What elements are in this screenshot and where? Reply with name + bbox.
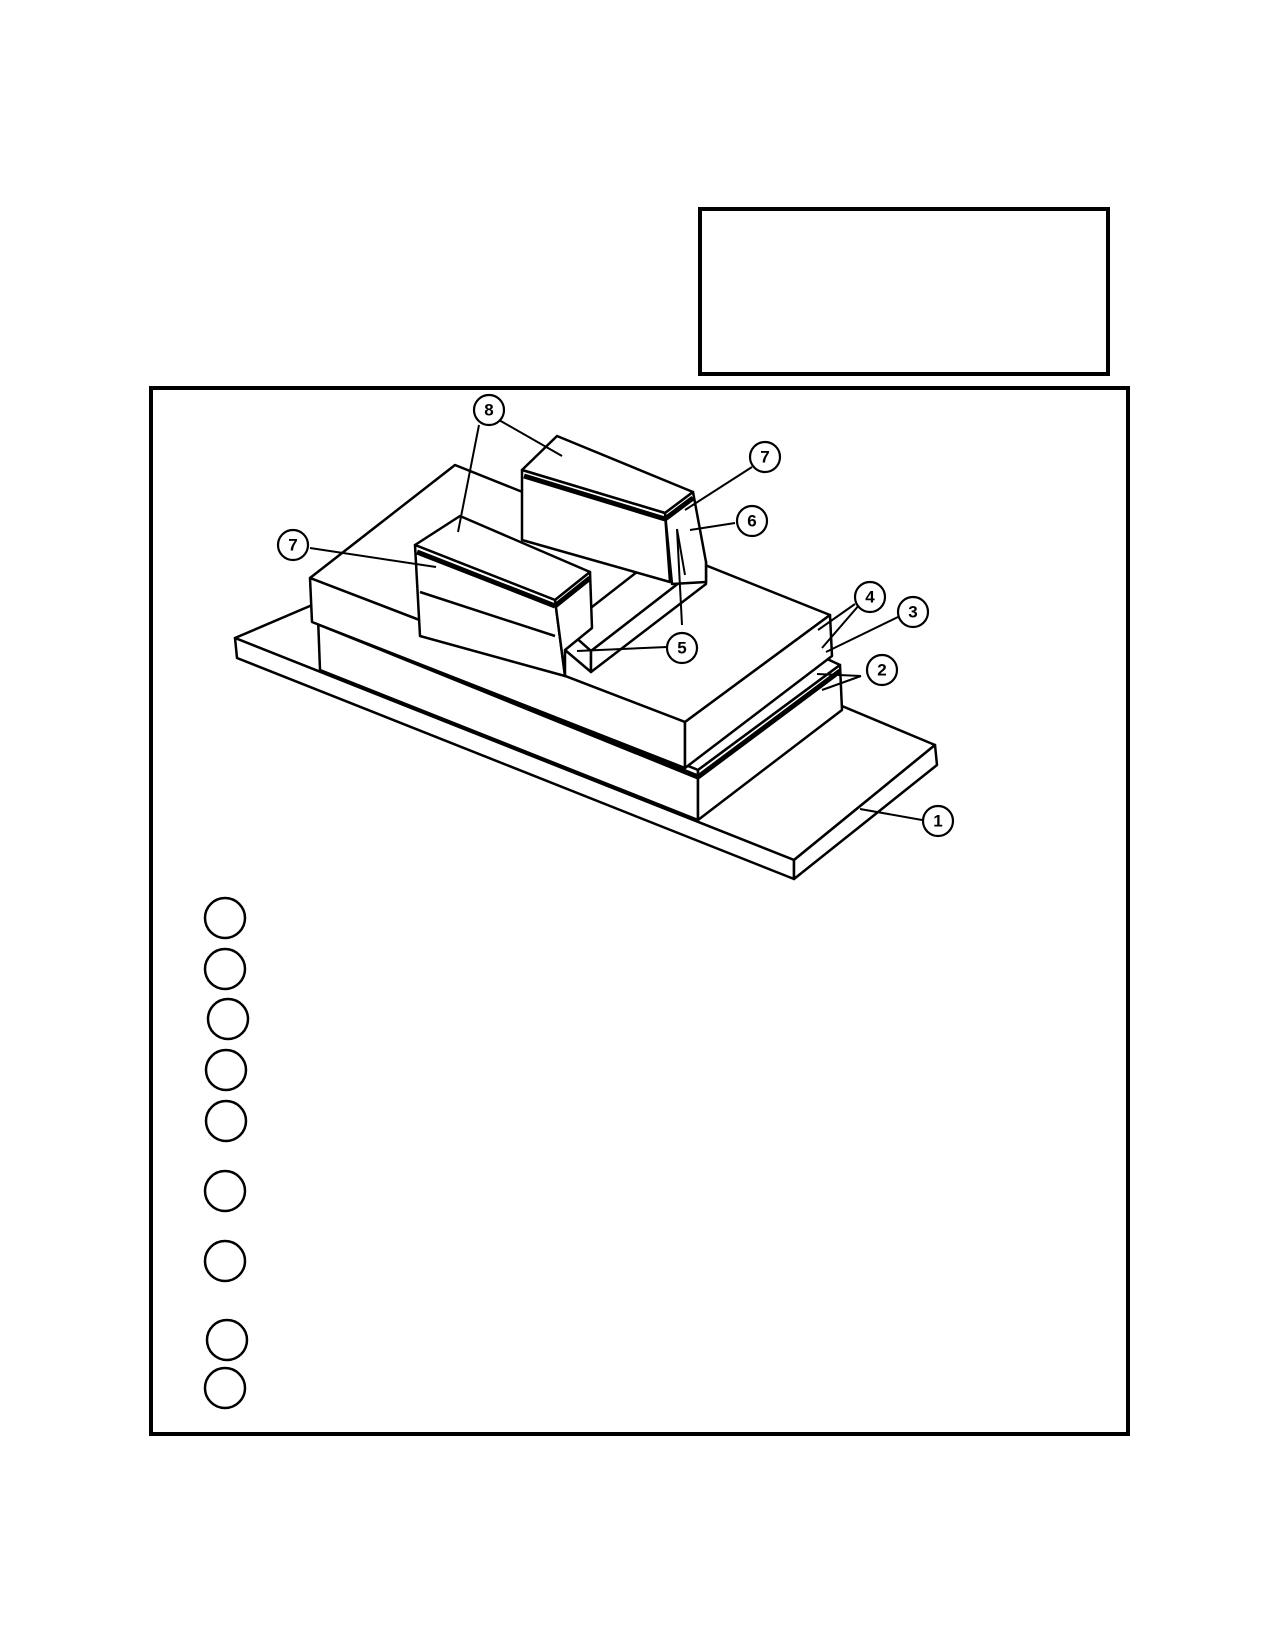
callout-6-label: 6 [747,512,756,531]
legend-bubble [203,1366,247,1410]
callout-8-label: 8 [484,401,493,420]
callout-5-circle [665,631,699,665]
legend-bubble [203,947,247,991]
callout-6-circle [735,504,769,538]
callout-2-circle [865,653,899,687]
legend-bubble [204,1048,248,1092]
callout-1-label: 1 [933,812,942,831]
legend-list [203,896,250,1410]
callout-2-label: 2 [877,661,886,680]
callout-7-right-label: 7 [760,448,769,467]
callout-7-right-circle [748,440,782,474]
title-block [698,207,1110,376]
legend-bubble [203,1169,247,1213]
callout-bubbles [276,393,955,838]
callout-7-left-label: 7 [288,536,297,555]
callout-3-label: 3 [908,603,917,622]
legend-bubble [203,1239,247,1283]
callout-1-circle [921,804,955,838]
legend-bubble [203,896,247,940]
front-contact-pad [413,514,594,678]
callout-7-left-circle [276,528,310,562]
rear-contact-pad [520,434,708,586]
callout-8-circle [472,393,506,427]
callout-4-label: 4 [865,588,875,607]
callout-4-circle [853,580,887,614]
legend-bubble [206,997,250,1041]
legend-bubble [204,1099,248,1143]
leader-lines [309,419,923,821]
callout-3-circle [896,595,930,629]
callout-5-label: 5 [677,639,686,658]
legend-bubble [205,1318,249,1362]
